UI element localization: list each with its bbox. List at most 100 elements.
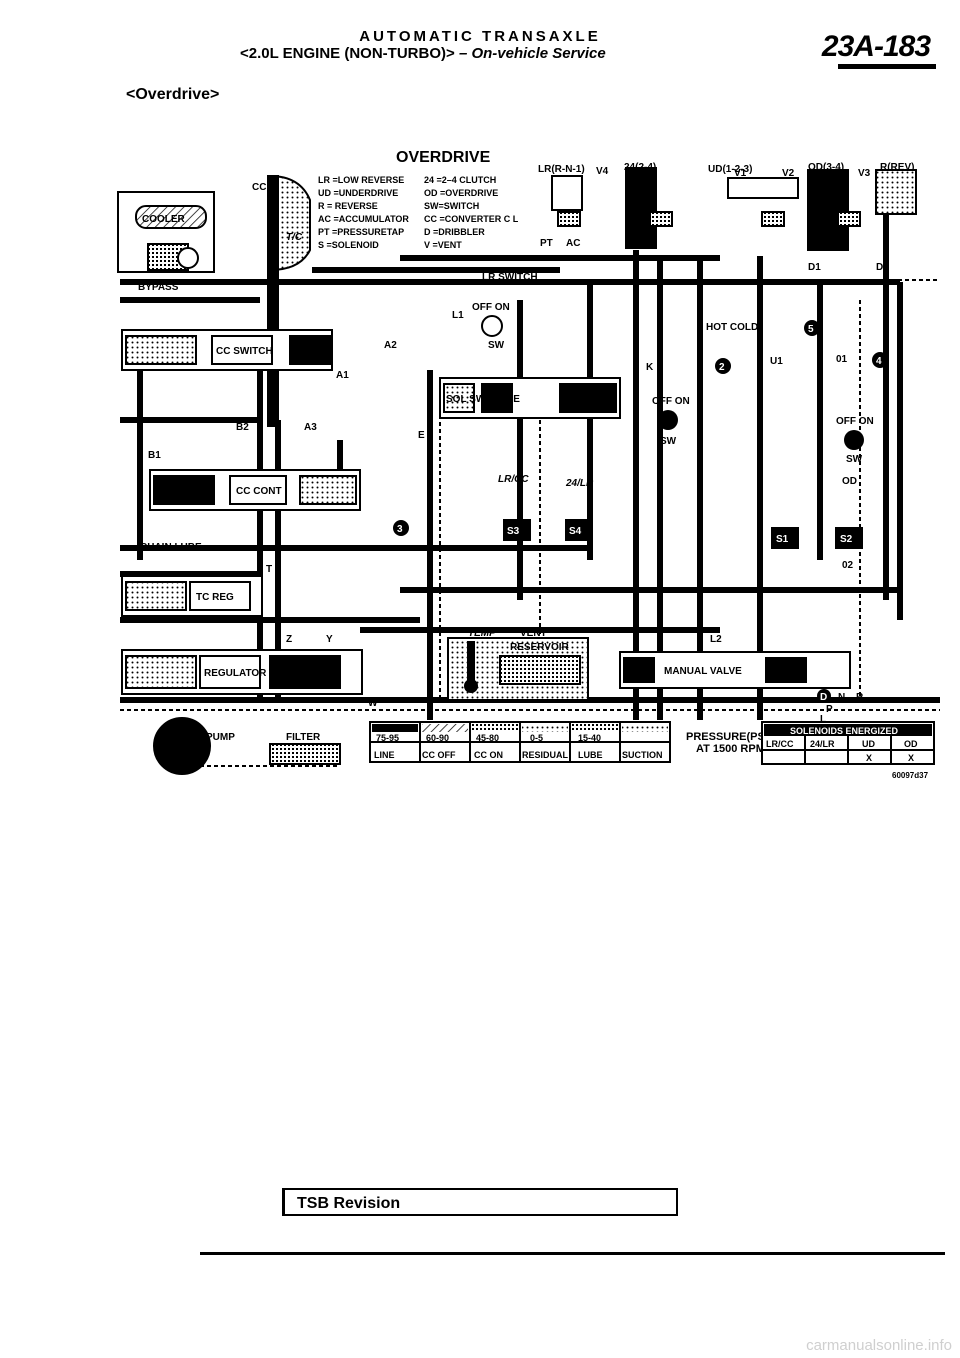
svg-text:24 =2–4 CLUTCH: 24 =2–4 CLUTCH: [424, 175, 496, 185]
svg-text:B1: B1: [148, 450, 161, 461]
svg-text:V3: V3: [858, 168, 871, 179]
svg-text:3: 3: [397, 524, 403, 535]
svg-text:AC =ACCUMULATOR: AC =ACCUMULATOR: [318, 214, 409, 224]
svg-text:R: R: [856, 692, 864, 703]
svg-text:LR/CC: LR/CC: [766, 739, 794, 749]
svg-text:60-90: 60-90: [426, 733, 449, 743]
tsb-revision-box: TSB Revision: [282, 1188, 678, 1216]
svg-text:5: 5: [808, 324, 814, 335]
figure-code: 60097d37: [892, 771, 929, 780]
svg-text:SW=SWITCH: SW=SWITCH: [424, 201, 479, 211]
svg-text:N: N: [838, 692, 845, 703]
engine-spec: <2.0L ENGINE (NON-TURBO)>: [240, 45, 455, 62]
svg-text:S =SOLENOID: S =SOLENOID: [318, 240, 379, 250]
svg-text:S1: S1: [776, 534, 789, 545]
watermark: carmanualsonline.info: [806, 1337, 952, 1354]
svg-text:SW: SW: [660, 436, 677, 447]
pressure-table: 75-95 60-90 45-80 0-5 15-40 LINE CC OFF …: [369, 721, 772, 763]
svg-text:D =DRIBBLER: D =DRIBBLER: [424, 227, 485, 237]
svg-text:V1: V1: [734, 168, 747, 179]
svg-text:T/C: T/C: [286, 232, 303, 243]
clutch-pistons: [551, 167, 917, 251]
svg-text:SUCTION: SUCTION: [622, 750, 663, 760]
tc-reg-valve: TC REG: [121, 575, 263, 617]
circuit-lines: [120, 214, 940, 720]
svg-text:OD =OVERDRIVE: OD =OVERDRIVE: [424, 188, 498, 198]
port-labels: A1 A2 A3 B1 B2 L1 L2 E K T Z Y W U1 01 0…: [148, 166, 889, 709]
svg-text:A2: A2: [384, 340, 397, 351]
section-title: <Overdrive>: [126, 86, 220, 103]
service-label: – On-vehicle Service: [458, 45, 606, 62]
svg-text:D2: D2: [876, 262, 889, 273]
svg-text:S2: S2: [840, 534, 853, 545]
svg-text:S3: S3: [507, 526, 520, 537]
solenoids: S3 S4 S1 S2: [503, 519, 863, 549]
off-on-switches: OFF ON SW OFF ON SW OFF ON SW OD LR/CC 2…: [472, 272, 874, 489]
diagram-title: OVERDRIVE: [396, 149, 491, 166]
svg-text:CC: CC: [252, 182, 266, 193]
svg-text:02: 02: [842, 560, 854, 571]
header-rule: [838, 64, 936, 69]
reservoir: TEMP VENT RESERVOIR: [447, 628, 589, 701]
svg-text:OFF ON: OFF ON: [652, 396, 690, 407]
svg-text:Y: Y: [326, 634, 333, 645]
svg-text:R = REVERSE: R = REVERSE: [318, 201, 378, 211]
legend: LR =LOW REVERSE 24 =2–4 CLUTCH UD =UNDER…: [318, 175, 519, 250]
svg-text:X: X: [908, 753, 914, 763]
svg-text:L1: L1: [452, 310, 464, 321]
svg-text:LUBE: LUBE: [578, 750, 603, 760]
svg-text:LR =LOW REVERSE: LR =LOW REVERSE: [318, 175, 404, 185]
svg-text:SW: SW: [846, 454, 863, 465]
svg-text:45-80: 45-80: [476, 733, 499, 743]
svg-text:L2: L2: [710, 634, 722, 645]
bypass-label: BYPASS: [138, 282, 179, 293]
svg-text:X: X: [866, 753, 872, 763]
svg-text:OFF ON: OFF ON: [472, 302, 510, 313]
svg-text:CC CONT: CC CONT: [236, 486, 282, 497]
svg-text:V2: V2: [782, 168, 795, 179]
svg-text:AT 1500 RPM: AT 1500 RPM: [696, 743, 765, 755]
svg-text:A3: A3: [304, 422, 317, 433]
svg-text:VENT: VENT: [520, 628, 547, 639]
regulator-valve: REGULATOR: [121, 649, 363, 695]
svg-text:MANUAL VALVE: MANUAL VALVE: [664, 666, 742, 677]
cc-control-valve: CC CONT: [149, 469, 361, 511]
svg-text:L: L: [820, 714, 826, 725]
svg-text:LINE: LINE: [374, 750, 395, 760]
svg-text:UD: UD: [862, 739, 875, 749]
svg-text:0-5: 0-5: [530, 733, 543, 743]
svg-text:PRESSURE(PSI): PRESSURE(PSI): [686, 731, 772, 743]
svg-text:PUMP: PUMP: [206, 732, 235, 743]
svg-text:CC ON: CC ON: [474, 750, 503, 760]
cc-switch-valve: CC SWITCH: [121, 329, 333, 371]
numbered-circles: 2 3 4 5: [393, 320, 888, 536]
page-number: 23A-183: [821, 30, 931, 63]
svg-text:LR/CC: LR/CC: [498, 474, 529, 485]
svg-text:P: P: [826, 704, 833, 715]
svg-text:2: 2: [719, 362, 725, 373]
svg-text:UD(1-2-3): UD(1-2-3): [708, 164, 752, 175]
svg-text:W: W: [368, 698, 378, 709]
svg-text:RESIDUAL: RESIDUAL: [522, 750, 569, 760]
svg-text:K: K: [646, 362, 654, 373]
svg-text:E: E: [418, 430, 425, 441]
svg-text:A1: A1: [336, 370, 349, 381]
svg-text:OFF ON: OFF ON: [836, 416, 874, 427]
svg-text:24/LR: 24/LR: [565, 478, 594, 489]
svg-text:OD: OD: [842, 476, 857, 487]
gear-selector: D N R P L: [817, 689, 864, 725]
svg-text:HOT COLD: HOT COLD: [706, 322, 758, 333]
sol-sw-valve: SOL SW VALVE: [439, 377, 621, 419]
svg-text:SOLENOIDS ENERGIZED: SOLENOIDS ENERGIZED: [790, 726, 899, 736]
svg-text:COOLER: COOLER: [142, 214, 186, 225]
svg-text:AC: AC: [566, 238, 580, 249]
torque-converter: CC T/C: [252, 174, 311, 427]
svg-text:CC =CONVERTER C L: CC =CONVERTER C L: [424, 214, 519, 224]
svg-text:24/LR: 24/LR: [810, 739, 835, 749]
header-title: AUTOMATIC TRANSAXLE: [359, 28, 601, 45]
svg-text:V =VENT: V =VENT: [424, 240, 462, 250]
svg-text:4: 4: [876, 356, 882, 367]
svg-text:LR SWITCH: LR SWITCH: [482, 272, 538, 283]
svg-text:TC REG: TC REG: [196, 592, 234, 603]
